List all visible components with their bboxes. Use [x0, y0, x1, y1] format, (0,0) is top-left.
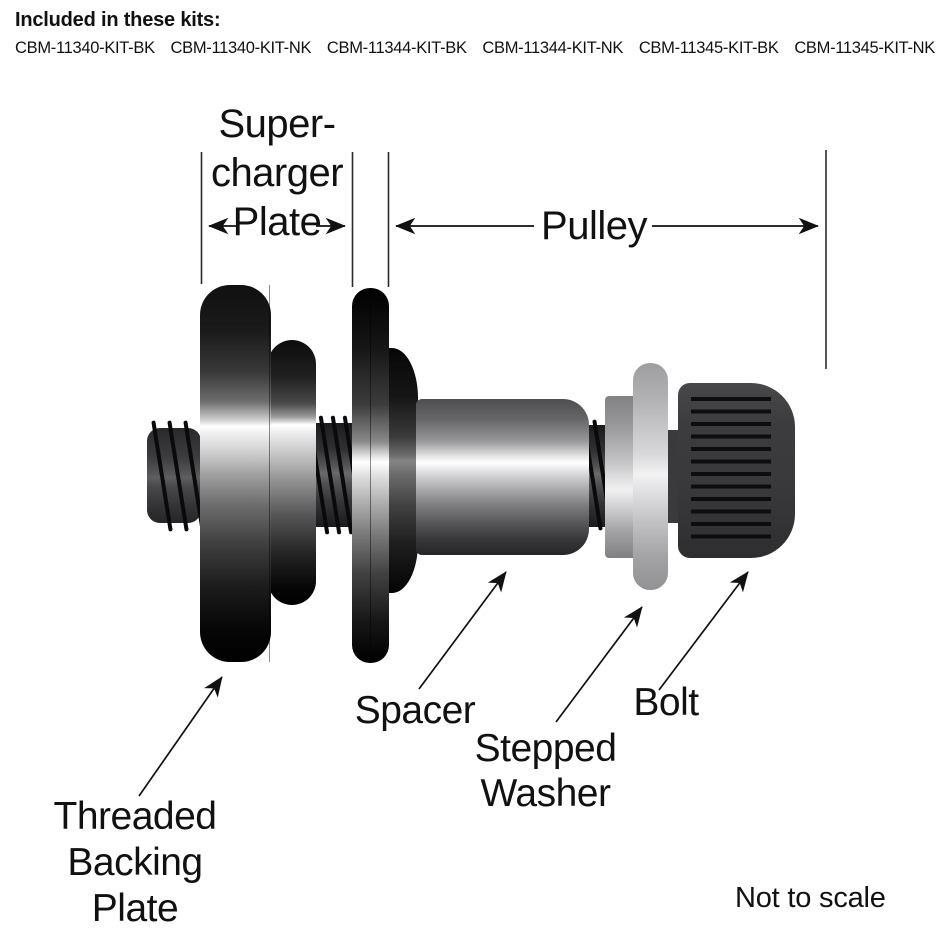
label-line: Threaded: [53, 795, 217, 838]
label-line: Backing: [67, 841, 203, 884]
plate-seam: [269, 285, 270, 662]
label-threaded-backing-plate: Threaded Backing Plate: [35, 794, 235, 932]
spacer-cylinder: [416, 399, 589, 555]
label-supercharger-plate: Super- charger Plate: [177, 100, 377, 247]
bolt-knurling: [691, 397, 771, 546]
spacer-flange: [352, 288, 389, 663]
bolt-head: [678, 383, 795, 558]
label-line: Washer: [480, 772, 611, 815]
page-title: Included in these kits:: [15, 9, 221, 31]
backing-plate-step: [268, 340, 316, 605]
kit-number: CBM-11344-KIT-BK: [326, 39, 467, 57]
kit-number: CBM-11345-KIT-NK: [794, 39, 935, 57]
label-line: charger: [210, 151, 344, 195]
label-line: Plate: [91, 887, 179, 930]
flange-seam: [370, 288, 371, 663]
kit-number: CBM-11340-KIT-NK: [170, 39, 312, 57]
kit-number: CBM-11340-KIT-BK: [15, 39, 155, 57]
backing-plate-disc: [200, 285, 271, 662]
leader-arrow-bolt: [658, 571, 749, 691]
kit-number: CBM-11345-KIT-BK: [638, 39, 779, 57]
stepped-washer-disc: [633, 363, 668, 590]
label-line: Super-: [218, 102, 336, 146]
kit-list: CBM-11340-KIT-BK CBM-11340-KIT-NK CBM-11…: [15, 39, 935, 58]
label-spacer: Spacer: [354, 689, 476, 732]
label-stepped-washer: Stepped Washer: [453, 726, 638, 816]
label-line: Stepped: [474, 727, 617, 770]
stepped-washer-step: [605, 396, 637, 558]
leader-arrow-threaded-backing-plate: [138, 676, 223, 797]
kit-number: CBM-11344-KIT-NK: [482, 39, 624, 57]
label-pulley: Pulley: [541, 204, 647, 248]
label-bolt: Bolt: [633, 681, 699, 724]
leader-arrow-spacer: [418, 571, 507, 690]
spacer-shoulder: [388, 348, 418, 593]
label-not-to-scale: Not to scale: [735, 882, 886, 914]
label-line: Plate: [232, 200, 322, 244]
